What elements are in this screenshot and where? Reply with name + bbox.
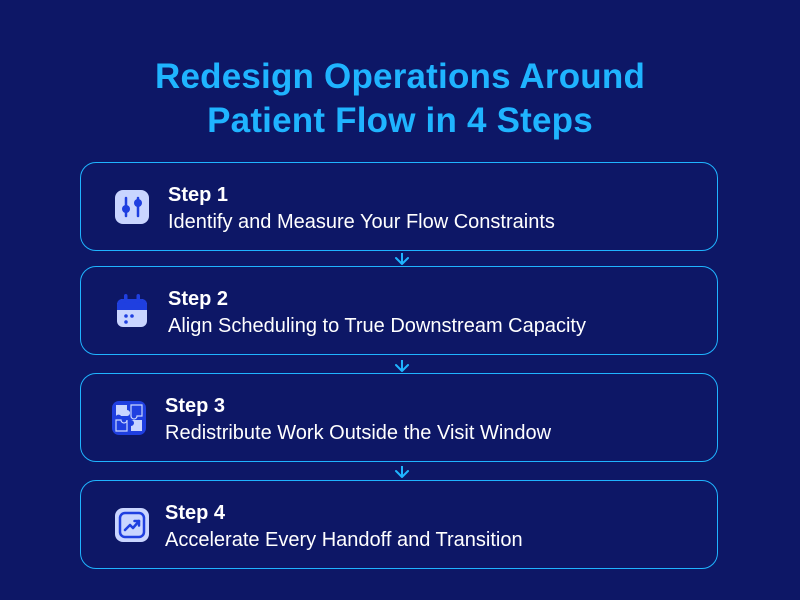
step-label: Step 1 [168,184,229,206]
step-card-1: Step 1 Identify and Measure Your Flow Co… [80,162,718,251]
trending-up-icon [115,508,149,542]
step-label: Step 3 [165,395,226,417]
step-description: Accelerate Every Handoff and Transition [165,529,523,551]
title-line-1: Redesign Operations Around [154,57,646,96]
step-description: Align Scheduling to True Downstream Capa… [168,315,586,337]
title-line-2: Patient Flow in 4 Steps [207,101,593,140]
step-description: Redistribute Work Outside the Visit Wind… [165,422,552,444]
step-label: Step 2 [168,288,229,310]
chevron-down-icon [394,360,410,372]
sliders-icon [115,190,149,224]
chevron-down-icon [394,253,410,265]
chevron-down-icon [394,466,410,478]
page-title: Redesign Operations Around Patient Flow … [0,55,800,143]
step-description: Identify and Measure Your Flow Constrain… [168,211,555,233]
puzzle-icon [112,401,146,435]
calendar-icon [115,294,149,328]
step-label: Step 4 [165,502,226,524]
step-card-3: Step 3 Redistribute Work Outside the Vis… [80,373,718,462]
step-card-2: Step 2 Align Scheduling to True Downstre… [80,266,718,355]
step-card-4: Step 4 Accelerate Every Handoff and Tran… [80,480,718,569]
